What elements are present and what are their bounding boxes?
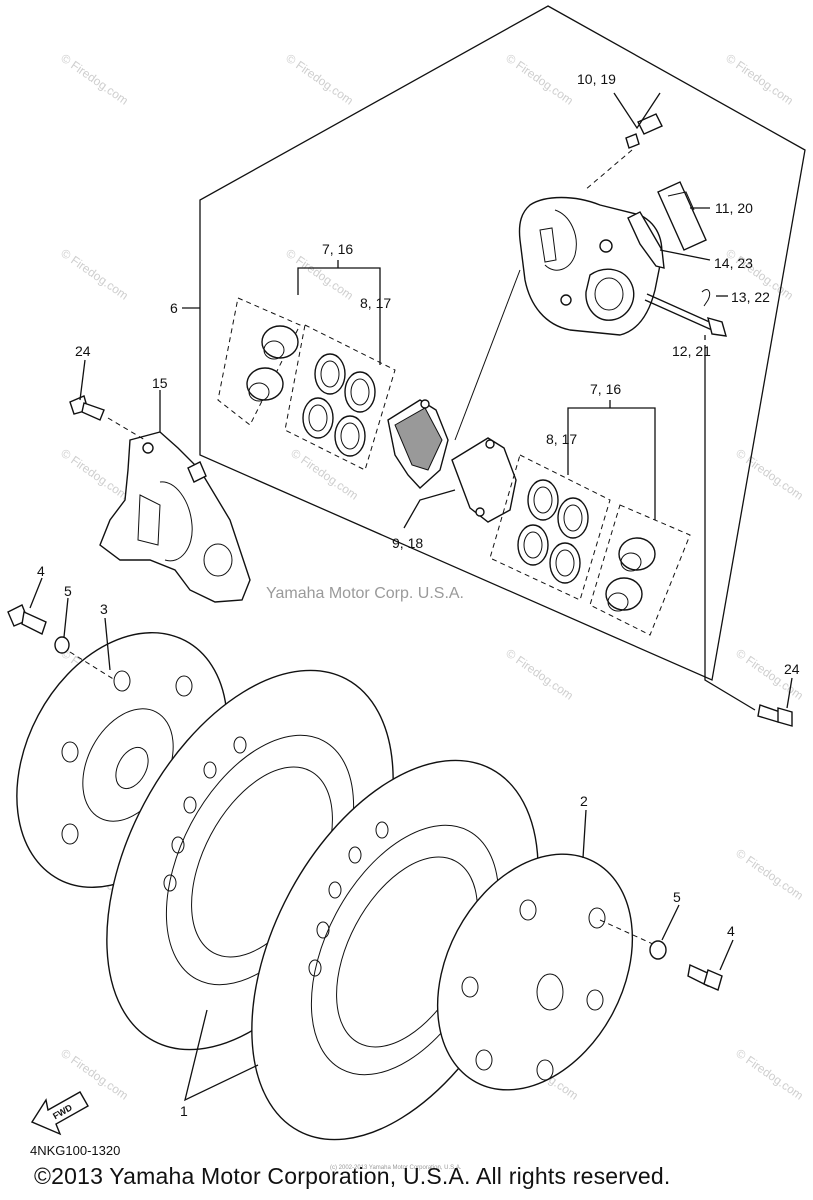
caliper-assembly-outline	[199, 5, 806, 681]
watermark-text: © Firedog.com	[723, 51, 796, 108]
disc-hub-plate-right	[436, 853, 634, 1091]
callout-4-right: 4	[727, 923, 735, 939]
callout-3: 3	[100, 601, 108, 617]
mid-credit-text: Yamaha Motor Corp. U.S.A.	[266, 585, 464, 602]
callout-12-21: 12, 21	[672, 343, 711, 359]
callout-5-right: 5	[673, 889, 681, 905]
leader-line	[567, 407, 656, 520]
center-note: (c) 2002-2013 Yamaha Motor Corporation, …	[330, 1165, 462, 1171]
leader-line	[104, 617, 111, 671]
watermark-text: © Firedog.com	[58, 246, 131, 303]
leader-line	[786, 677, 793, 709]
leader-line	[704, 345, 756, 711]
disc-bolt-left	[7, 604, 47, 635]
fwd-arrow-icon: FWD	[30, 1091, 89, 1136]
washer-right	[649, 940, 667, 960]
brake-pad-left	[387, 399, 449, 489]
callout-5-left: 5	[64, 583, 72, 599]
pad-pin	[644, 289, 727, 337]
leader-line	[454, 269, 521, 441]
pad-clip	[627, 211, 665, 269]
piston-group-left	[217, 297, 301, 426]
watermark-text: © Firedog.com	[733, 1046, 806, 1103]
caliper-left	[99, 431, 251, 603]
watermark-text: © Firedog.com	[58, 446, 131, 503]
callout-4-left: 4	[37, 563, 45, 579]
brake-pad-right	[451, 437, 517, 523]
callout-8-17-left: 8, 17	[360, 295, 391, 311]
leader-line	[661, 904, 680, 941]
leader-line	[184, 1009, 259, 1102]
leader-line	[79, 359, 86, 401]
caliper-bolt-left	[69, 395, 105, 421]
pad-spring	[657, 181, 707, 251]
callout-7-16-right: 7, 16	[590, 381, 621, 397]
callout-11-20: 11, 20	[715, 200, 753, 216]
callout-14-23: 14, 23	[714, 255, 753, 271]
leader-line	[63, 597, 69, 638]
watermark-text: © Firedog.com	[58, 1046, 131, 1103]
leader-line	[29, 577, 43, 609]
callout-13-22: 13, 22	[731, 289, 770, 305]
callout-7-16-left: 7, 16	[322, 241, 353, 257]
callout-24-right: 24	[784, 661, 800, 677]
leader-line	[403, 489, 456, 529]
callout-2: 2	[580, 793, 588, 809]
disc-bolt-right	[687, 963, 723, 991]
caliper-body-upper	[518, 196, 663, 336]
callout-6: 6	[170, 300, 178, 316]
diagram-code: 4NKG100-1320	[30, 1143, 121, 1158]
washer-left	[54, 636, 70, 654]
copyright-text: ©2013 Yamaha Motor Corporation, U.S.A. A…	[34, 1163, 671, 1189]
leader-line	[582, 809, 587, 859]
piston-group-right	[589, 504, 691, 636]
seal-group-right	[489, 454, 611, 601]
watermark-text: © Firedog.com	[503, 51, 576, 108]
callout-10-19: 10, 19	[577, 71, 616, 87]
leader-line	[107, 417, 146, 441]
callout-9-18: 9, 18	[392, 535, 423, 551]
leader-line	[297, 267, 381, 365]
leader-line	[659, 249, 711, 261]
watermark-text: © Firedog.com	[733, 846, 806, 903]
leader-line	[613, 92, 661, 130]
callout-24-left: 24	[75, 343, 91, 359]
callout-1: 1	[180, 1103, 188, 1119]
seal-group-left	[284, 324, 396, 471]
callout-8-17-right: 8, 17	[546, 431, 577, 447]
watermark-text: © Firedog.com	[283, 51, 356, 108]
leader-line	[599, 919, 656, 946]
watermark-text: © Firedog.com	[58, 51, 131, 108]
caliper-bolt-right	[757, 704, 793, 727]
callout-15: 15	[152, 375, 168, 391]
bleed-screw	[625, 113, 663, 149]
watermark-text: © Firedog.com	[503, 646, 576, 703]
leader-line	[584, 149, 633, 191]
leader-line	[719, 939, 734, 971]
